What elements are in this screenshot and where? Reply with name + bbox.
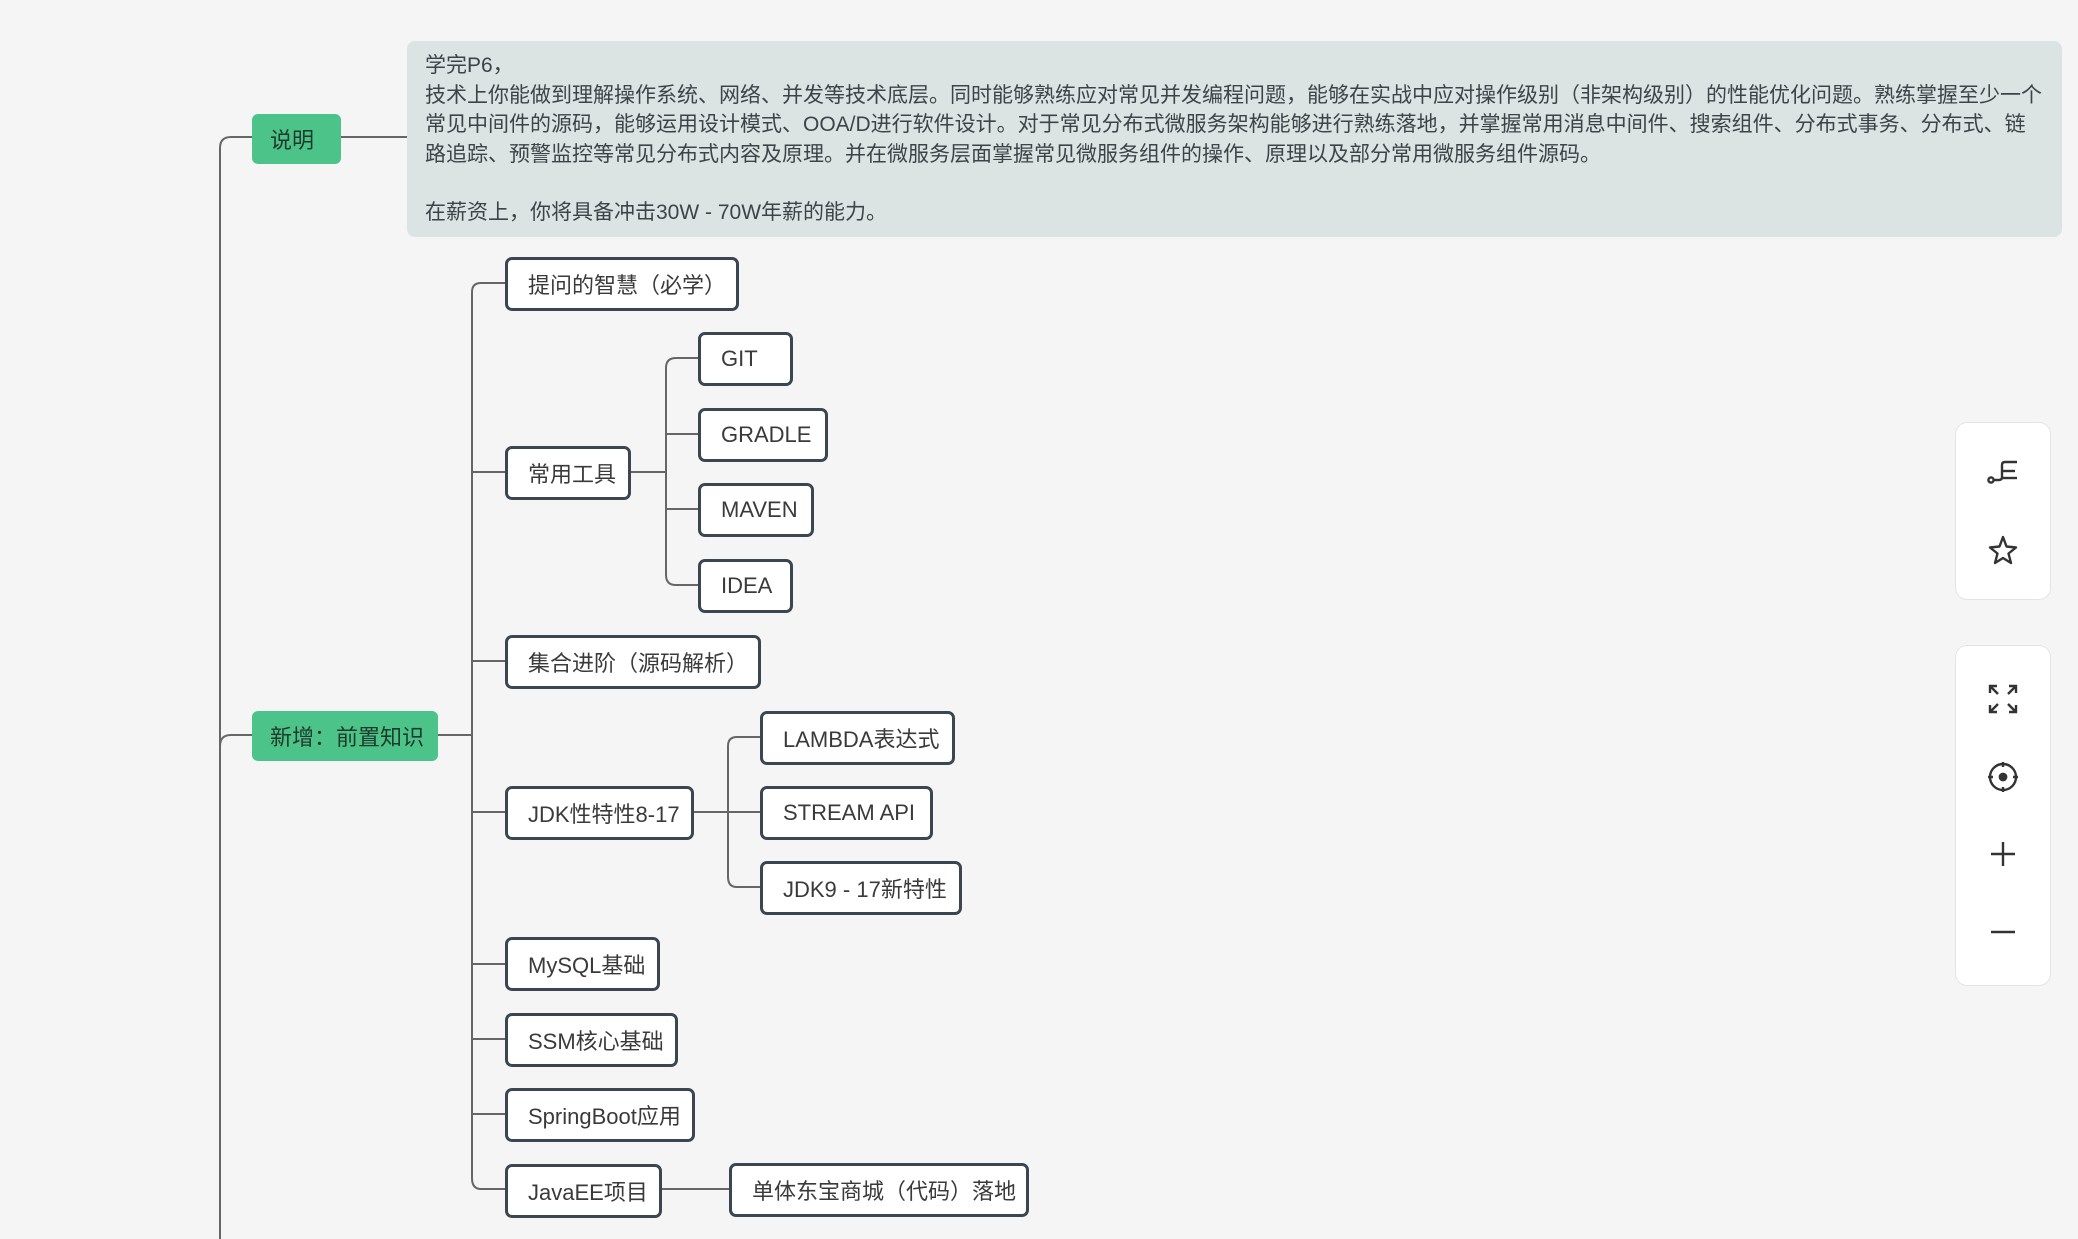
node-prerequisite-knowledge[interactable]: 新增：前置知识 <box>252 711 438 761</box>
node-monolith-mall[interactable]: 单体东宝商城（代码）落地 <box>729 1163 1029 1217</box>
node-gradle[interactable]: GRADLE <box>698 408 828 462</box>
structure-button[interactable] <box>1975 443 2031 499</box>
note-line-2: 技术上你能做到理解操作系统、网络、并发等技术底层。同时能够熟练应对常见并发编程问… <box>425 83 2042 166</box>
node-springboot-app[interactable]: SpringBoot应用 <box>505 1088 695 1142</box>
locate-center-button[interactable] <box>1975 749 2031 805</box>
node-asking-wisdom[interactable]: 提问的智慧（必学） <box>505 257 739 311</box>
node-stream-api[interactable]: STREAM API <box>760 786 933 840</box>
node-javaee-project[interactable]: JavaEE项目 <box>505 1164 662 1218</box>
node-collections-advanced[interactable]: 集合进阶（源码解析） <box>505 635 761 689</box>
structure-toolbar <box>1955 422 2051 600</box>
node-lambda[interactable]: LAMBDA表达式 <box>760 711 955 765</box>
zoom-in-icon <box>1991 842 2015 867</box>
node-jdk9-17[interactable]: JDK9 - 17新特性 <box>760 861 962 915</box>
structure-icon <box>1987 460 2017 484</box>
note-line-1: 学完P6， <box>425 54 514 77</box>
node-git[interactable]: GIT <box>698 332 793 386</box>
note-line-3: 在薪资上，你将具备冲击30W - 70W年薪的能力。 <box>425 201 888 224</box>
node-shuoming[interactable]: 说明 <box>252 114 341 164</box>
fullscreen-icon <box>1988 684 2018 714</box>
zoom-in-button[interactable] <box>1975 826 2031 882</box>
node-ssm-core[interactable]: SSM核心基础 <box>505 1013 678 1067</box>
node-idea[interactable]: IDEA <box>698 559 793 613</box>
node-jdk-features[interactable]: JDK性特性8-17 <box>505 786 694 840</box>
zoom-out-button[interactable] <box>1975 904 2031 960</box>
node-mysql-basics[interactable]: MySQL基础 <box>505 937 660 991</box>
node-maven[interactable]: MAVEN <box>698 483 814 537</box>
view-toolbar <box>1955 645 2051 986</box>
locate-icon <box>1988 761 2018 792</box>
fullscreen-button[interactable] <box>1975 671 2031 727</box>
ai-magic-button[interactable] <box>1975 523 2031 579</box>
description-note[interactable]: 学完P6， 技术上你能做到理解操作系统、网络、并发等技术底层。同时能够熟练应对常… <box>407 41 2062 237</box>
node-common-tools[interactable]: 常用工具 <box>505 446 631 500</box>
magic-star-icon <box>1988 535 2018 565</box>
zoom-out-icon <box>1991 930 2015 934</box>
